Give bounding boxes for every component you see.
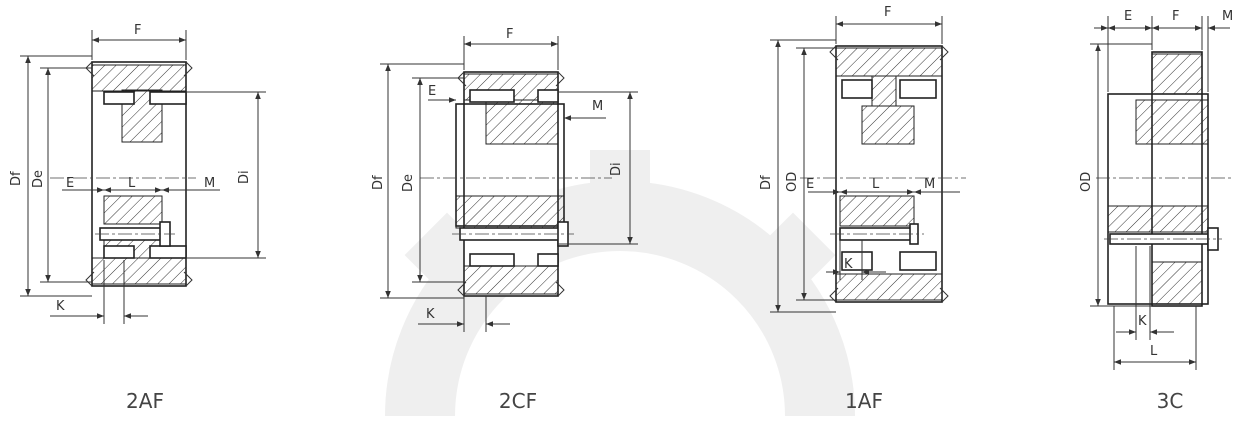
web-hatch (871, 75, 897, 107)
groove-top (469, 89, 515, 103)
dim-label-df: Df (9, 171, 24, 186)
rim-hatch-top (91, 64, 187, 92)
rim-hatch-bottom (1151, 261, 1203, 305)
dim-label-e: E (66, 176, 74, 191)
groove-bottom (103, 245, 135, 259)
gear-watermark-tooth (764, 212, 836, 284)
rim-hatch-bottom (463, 265, 559, 295)
drawing-caption: 3C (1157, 389, 1184, 413)
dim-label-f: F (884, 5, 891, 20)
bush-hatch (103, 195, 163, 225)
gear-watermark-icon (385, 150, 855, 417)
rim-hatch-bottom (835, 273, 943, 301)
dim-label-l: L (128, 176, 136, 191)
dim-label-k: K (56, 299, 65, 314)
dim-label-de: De (31, 170, 46, 188)
dim-label-e: E (806, 177, 814, 192)
dim-label-l: L (1150, 344, 1158, 359)
dim-label-m: M (592, 99, 603, 114)
groove-top-right (899, 79, 937, 99)
drawing-caption: 2CF (499, 389, 537, 413)
hub-body (1107, 93, 1209, 305)
dim-label-k: K (426, 307, 435, 322)
dim-label-f: F (1172, 9, 1179, 24)
dim-label-k: K (1138, 314, 1147, 329)
bush-hatch (455, 195, 565, 229)
dim-label-m: M (1222, 9, 1233, 24)
rim-hatch-top (1151, 53, 1203, 95)
groove-top (841, 79, 873, 99)
dim-label-l: L (872, 177, 880, 192)
dim-label-di: Di (609, 162, 624, 176)
drawing-2af: F Df De Di E L M K 2AF (9, 23, 266, 413)
dim-label-df: Df (371, 175, 386, 190)
hub-hatch (861, 105, 915, 145)
gear-watermark-tooth (590, 150, 650, 190)
dim-label-f: F (134, 23, 141, 38)
rim-hatch-bottom (91, 257, 187, 285)
dim-label-od: OD (785, 172, 800, 192)
gear-watermark-ring (385, 181, 855, 417)
dim-label-e: E (428, 84, 436, 99)
bush-hatch (1107, 205, 1209, 233)
dim-label-di: Di (237, 170, 252, 184)
groove-top-right (149, 91, 187, 105)
dim-label-k: K (844, 257, 853, 272)
groove-bottom (841, 251, 873, 271)
dim-label-f: F (506, 27, 513, 42)
dim-label-e: E (1124, 9, 1132, 24)
dim-label-de: De (401, 174, 416, 192)
groove-bottom-right (899, 251, 937, 271)
groove-top (103, 91, 135, 105)
hub-hatch (1135, 99, 1209, 145)
drawing-caption: 2AF (126, 389, 164, 413)
dim-label-m: M (204, 176, 215, 191)
groove-bottom-right (149, 245, 187, 259)
groove-bottom-right (537, 253, 559, 267)
drawing-1af: F Df OD E L M K 1AF (759, 5, 966, 413)
groove-top-right (537, 89, 559, 103)
dim-label-od: OD (1079, 172, 1094, 192)
drawing-caption: 1AF (845, 389, 883, 413)
hub-hatch (485, 99, 559, 145)
drawing-3c: E F M OD K L 3C (1079, 9, 1233, 413)
dim-label-df: Df (759, 175, 774, 190)
drawing-2cf: F Df De Di E M K 2CF (371, 27, 638, 413)
rim-hatch-top (835, 47, 943, 77)
groove-bottom (469, 253, 515, 267)
dim-label-m: M (924, 177, 935, 192)
bush-hatch (839, 195, 915, 227)
